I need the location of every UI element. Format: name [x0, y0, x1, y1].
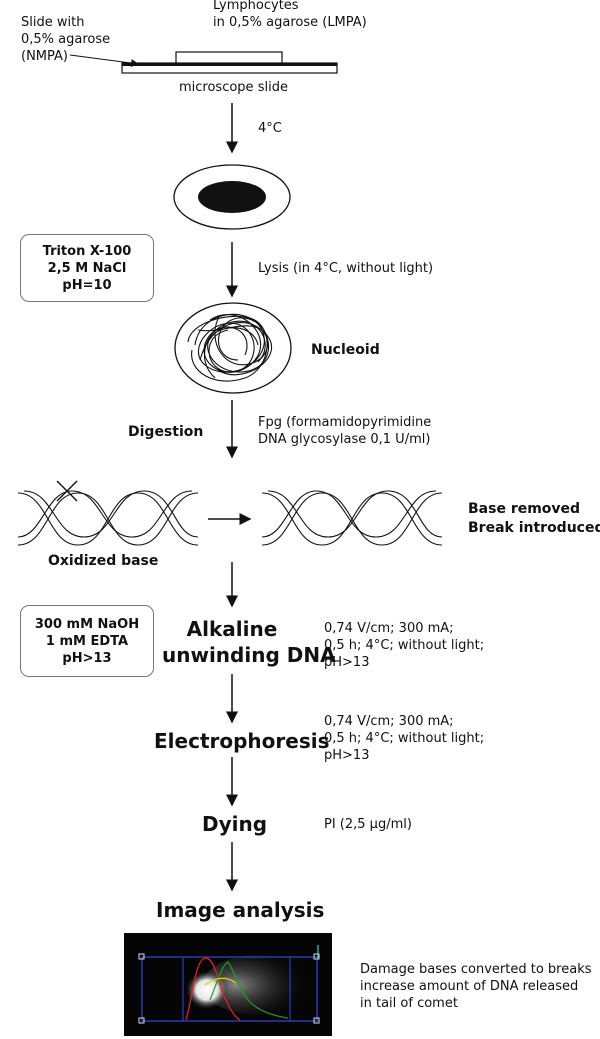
microscope-slide: [69, 51, 338, 74]
pi-stain-label: PI (2,5 µg/ml): [324, 817, 412, 832]
base-removed-label: Base removed Break introduced: [468, 501, 600, 536]
comet-image: [124, 933, 332, 1036]
alkaline-unwinding-title: Alkaline unwinding DNA: [162, 617, 336, 667]
dna-helix-repaired: [261, 490, 443, 546]
lysis-condition-label: Lysis (in 4°C, without light): [258, 261, 434, 276]
image-analysis-title: Image analysis: [156, 898, 325, 922]
microscope-slide-label: microscope slide: [179, 80, 288, 95]
comet-note-label: Damage bases converted to breaks increas…: [360, 962, 592, 1011]
lysis-buffer-box: Triton X-100 2,5 M NaCl pH=10: [20, 234, 154, 302]
dying-title: Dying: [202, 812, 268, 836]
nmpa-pointer-line: [69, 54, 139, 68]
fpg-enzyme-label: Fpg (formamidopyrimidine DNA glycosylase…: [258, 415, 432, 447]
lmpa-lymphocytes-label: Lymphocytes in 0,5% agarose (LMPA): [213, 0, 367, 30]
electrophoresis-conditions-label: 0,74 V/cm; 300 mA; 0,5 h; 4°C; without l…: [324, 714, 485, 763]
alkaline-conditions-label: 0,74 V/cm; 300 mA; 0,5 h; 4°C; without l…: [324, 621, 485, 670]
nucleoid-illustration: [174, 302, 292, 394]
digestion-label: Digestion: [128, 424, 204, 440]
alkaline-buffer-box: 300 mM NaOH 1 mM EDTA pH>13: [20, 605, 154, 677]
electrophoresis-title: Electrophoresis: [154, 729, 330, 753]
nucleoid-label: Nucleoid: [311, 342, 380, 358]
cell-illustration: [173, 164, 291, 230]
nmpa-slide-label: Slide with 0,5% agarose (NMPA): [21, 15, 111, 64]
temperature-label: 4°C: [258, 121, 282, 136]
oxidized-base-label: Oxidized base: [48, 553, 159, 569]
dna-helix-oxidized: [17, 480, 199, 546]
